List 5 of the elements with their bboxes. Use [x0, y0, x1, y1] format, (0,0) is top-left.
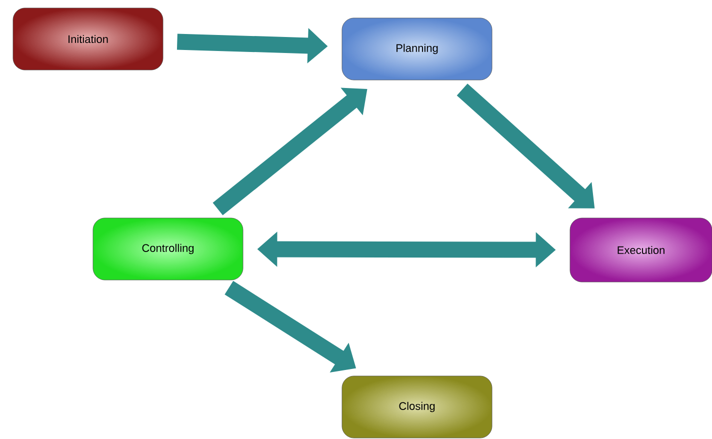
- process-box: Closing: [342, 376, 492, 438]
- process-box: Initiation: [12, 8, 164, 70]
- process-box: Execution: [570, 218, 712, 282]
- process-box: Controlling: [92, 218, 244, 280]
- process-box: Planning: [342, 18, 492, 80]
